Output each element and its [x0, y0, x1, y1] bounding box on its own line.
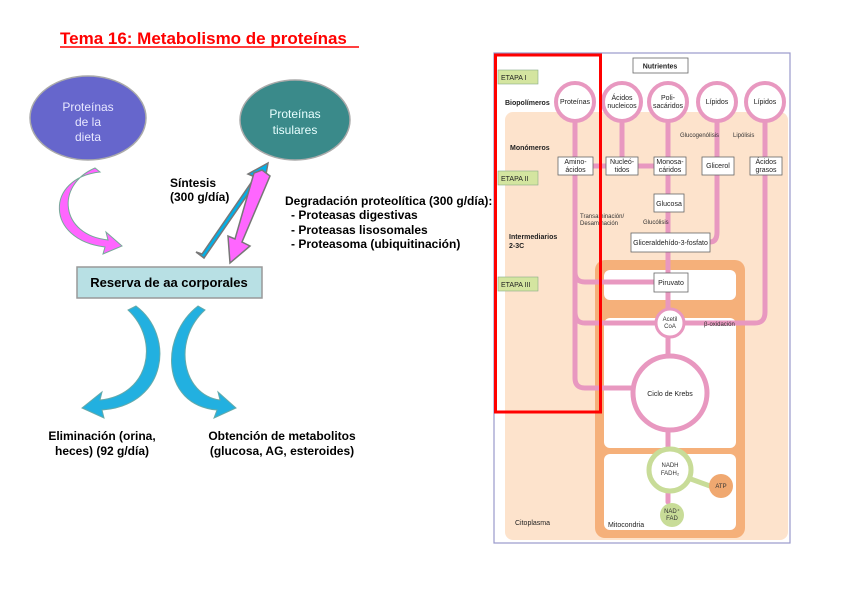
process-label: Lipólisis — [733, 133, 754, 139]
process-label: Glucólisis — [643, 220, 669, 226]
row-label: 2-3C — [509, 243, 524, 250]
atp-node: ATP — [709, 474, 733, 498]
node-label: Proteínas — [62, 100, 113, 114]
elimination-arrow-icon — [81, 305, 161, 419]
metabolic-pathway-diagram: Nutrientes ETAPA I ETAPA II ETAPA III Bi… — [493, 52, 791, 544]
biopolymer-lipids: Lípidos — [744, 81, 786, 123]
biopolymer-proteins: Proteínas — [554, 81, 596, 123]
svg-text:Amino-: Amino- — [564, 159, 587, 166]
svg-text:FAD: FAD — [666, 516, 678, 522]
node-label: Proteínas — [269, 107, 320, 121]
svg-text:ácidos: ácidos — [565, 167, 586, 174]
svg-text:CoA: CoA — [664, 324, 676, 330]
svg-text:tidos: tidos — [615, 167, 630, 174]
process-label: Transaminación/ — [580, 214, 624, 220]
svg-text:Lípidos: Lípidos — [706, 99, 729, 106]
g3p-box: Gliceraldehído-3-fosfato — [630, 232, 711, 253]
reserve-box: Reserva de aa corporales — [76, 266, 263, 299]
node-label: dieta — [75, 130, 101, 144]
stage-2-tag — [497, 170, 539, 186]
intake-arrow-icon — [58, 167, 123, 255]
svg-text:Piruvato: Piruvato — [658, 280, 684, 287]
nadh-node: NADH FADH₂ — [646, 446, 694, 494]
elimination-label: Eliminación (orina, — [48, 429, 155, 443]
svg-text:ATP: ATP — [715, 484, 726, 490]
row-label: Monómeros — [510, 145, 550, 152]
degradation-item: - Proteasas digestivas — [291, 208, 418, 222]
process-label: Glucogenólisis — [680, 133, 719, 139]
stage-3-tag — [497, 276, 539, 292]
svg-text:Gliceraldehído-3-fosfato: Gliceraldehído-3-fosfato — [633, 240, 708, 247]
svg-text:Ácidos: Ácidos — [755, 157, 777, 166]
svg-text:Poli-: Poli- — [661, 95, 676, 102]
stage-label: ETAPA I — [501, 75, 526, 82]
nutrients-label: Nutrientes — [643, 64, 678, 71]
svg-text:sacáridos: sacáridos — [653, 103, 683, 110]
monomer-nucleotides: Nucleó- tidos — [605, 156, 639, 176]
monomer-fatty-acids: Ácidos grasos — [749, 156, 783, 176]
svg-text:NADH: NADH — [661, 463, 678, 469]
protein-highlight-box — [494, 53, 602, 414]
stage-label: ETAPA III — [501, 282, 530, 289]
svg-text:grasos: grasos — [755, 167, 777, 174]
dietary-proteins-node: Proteínas de la dieta — [29, 75, 147, 161]
stage-1-tag — [497, 69, 539, 85]
node-label: de la — [75, 115, 101, 129]
metabolites-arrow-icon — [171, 305, 237, 419]
svg-text:Acetil: Acetil — [663, 317, 678, 323]
degradation-item: - Proteasoma (ubiquitinación) — [291, 237, 460, 251]
elimination-label: heces) (92 g/día) — [55, 444, 149, 458]
process-label: β-oxidación — [704, 322, 735, 328]
mitochondria-label: Mitocondria — [608, 522, 644, 529]
svg-text:Glucosa: Glucosa — [656, 201, 682, 208]
svg-text:Proteínas: Proteínas — [560, 99, 590, 106]
svg-text:cáridos: cáridos — [659, 167, 682, 174]
cytoplasm-label: Citoplasma — [515, 520, 550, 527]
svg-text:Ciclo de Krebs: Ciclo de Krebs — [647, 391, 693, 398]
synthesis-label: Síntesis — [170, 176, 216, 190]
biopolymer-lipids: Lípidos — [696, 81, 738, 123]
reserve-label: Reserva de aa corporales — [90, 275, 248, 290]
metabolites-label: Obtención de metabolitos — [208, 429, 356, 443]
tissue-proteins-node: Proteínas tisulares — [239, 79, 351, 161]
nad-node: NAD⁺ FAD — [660, 503, 684, 527]
acetyl-coa-node: Acetil CoA — [654, 307, 686, 339]
monomer-monosaccharides: Monosa- cáridos — [653, 156, 687, 176]
pyruvate-box: Piruvato — [653, 272, 689, 293]
biopolymer-polysaccharides: Poli- sacáridos — [647, 81, 689, 123]
stage-label: ETAPA II — [501, 176, 528, 183]
degradation-arrow-icon — [227, 169, 271, 265]
row-label: Biopolímeros — [505, 100, 550, 107]
svg-text:NAD⁺: NAD⁺ — [664, 508, 680, 515]
slide-title: Tema 16: Metabolismo de proteínas — [60, 29, 347, 48]
degradation-item: - Proteasas lisosomales — [291, 223, 428, 237]
row-label: Intermediarios — [509, 234, 557, 241]
glucose-box: Glucosa — [653, 193, 685, 213]
svg-text:Glicerol: Glicerol — [706, 163, 730, 170]
svg-text:Lípidos: Lípidos — [754, 99, 777, 106]
monomer-glycerol: Glicerol — [701, 156, 735, 176]
svg-text:Monosa-: Monosa- — [656, 159, 684, 166]
biopolymer-nucleic-acids: Ácidos nucleicos — [601, 81, 643, 123]
monomer-amino-acids: Amino- ácidos — [557, 156, 594, 176]
svg-text:nucleicos: nucleicos — [607, 103, 637, 110]
svg-text:FADH₂: FADH₂ — [661, 471, 680, 477]
krebs-cycle-node: Ciclo de Krebs — [630, 353, 710, 433]
degradation-heading: Degradación proteolítica (300 g/día): — [285, 194, 492, 208]
node-label: tisulares — [273, 123, 318, 137]
svg-text:Ácidos: Ácidos — [611, 93, 633, 102]
synthesis-rate: (300 g/día) — [170, 190, 229, 204]
metabolites-label: (glucosa, AG, esteroides) — [210, 444, 354, 458]
svg-text:Nucleó-: Nucleó- — [610, 159, 635, 166]
